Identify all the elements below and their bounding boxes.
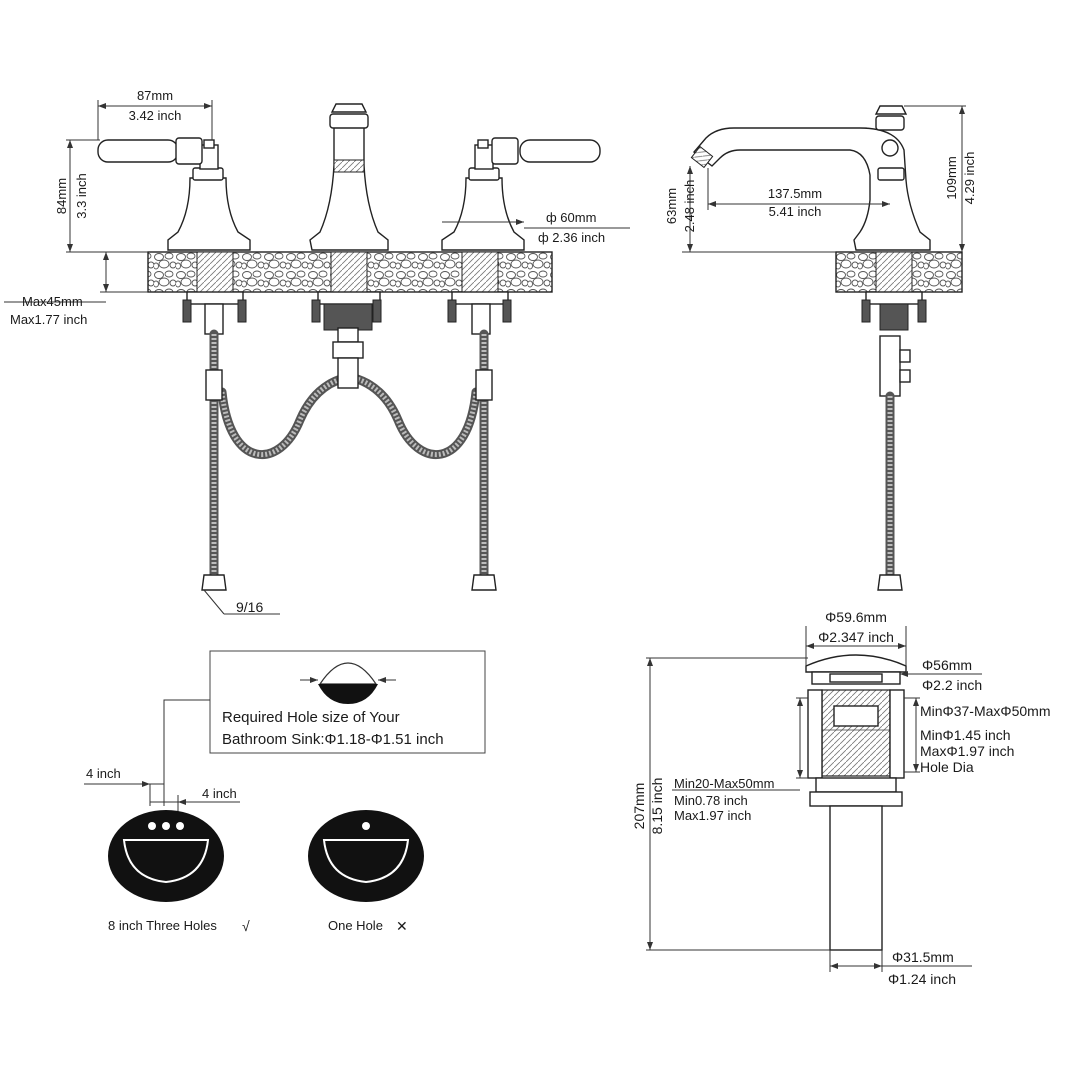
deck-max-in: Max1.77 inch xyxy=(10,312,87,327)
right-handle xyxy=(441,137,601,251)
dim-handle-spread: 87mm 3.42 inch xyxy=(97,88,213,140)
left-handle xyxy=(97,137,251,251)
one-hole-label: One Hole xyxy=(328,918,383,933)
total-height-mm: 109mm xyxy=(944,156,959,199)
hole-section-icon xyxy=(300,662,396,704)
handle-spread-in: 3.42 inch xyxy=(129,108,182,123)
flange-dia-in: Φ2.2 inch xyxy=(922,677,982,693)
dim-handle-height: 84mm 3.3 inch xyxy=(54,139,148,253)
dim-total-height: 109mm 4.29 inch xyxy=(904,105,977,252)
front-view: 87mm 3.42 inch 84mm 3.3 inch ф 60mm ф 2.… xyxy=(4,88,630,615)
spout-front xyxy=(309,103,389,251)
flange-dia-mm: Φ56mm xyxy=(922,657,972,673)
handle-height-mm: 84mm xyxy=(54,178,69,214)
drain-dimensions: Φ59.6mm Φ2.347 inch Φ56mm Φ2.2 inch MinΦ… xyxy=(631,609,1050,987)
hole-dia-max-in: MaxΦ1.97 inch xyxy=(920,743,1014,759)
hole-right xyxy=(461,251,499,293)
handle-spread-mm: 87mm xyxy=(137,88,173,103)
connector-size: 9/16 xyxy=(236,599,263,615)
hole-dia-label: Hole Dia xyxy=(920,759,974,775)
spacing-right: 4 inch xyxy=(202,786,237,801)
hole-left xyxy=(196,251,234,293)
dim-connector: 9/16 xyxy=(203,589,280,615)
pop-up-drain xyxy=(805,654,907,951)
thickness-range-mm: Min20-Max50mm xyxy=(674,776,774,791)
total-length-mm: 207mm xyxy=(631,783,647,830)
total-length-in: 8.15 inch xyxy=(649,778,665,835)
spout-side xyxy=(690,105,931,251)
hole-requirement-panel: Required Hole size of Your Bathroom Sink… xyxy=(163,650,486,784)
thickness-min-in: Min0.78 inch xyxy=(674,793,748,808)
total-height-in: 4.29 inch xyxy=(962,152,977,205)
hole-dia-range-mm: MinΦ37-MaxΦ50mm xyxy=(920,703,1050,719)
required-hole-line2: Bathroom Sink:Φ1.18-Φ1.51 inch xyxy=(222,731,444,748)
cross-mark-icon: ✕ xyxy=(396,918,408,934)
dim-reach: 137.5mm 5.41 inch xyxy=(707,168,890,219)
supply-hoses xyxy=(201,329,497,591)
hole-side xyxy=(875,251,913,293)
handle-height-in: 3.3 inch xyxy=(74,173,89,219)
cap-dia-mm: Φ59.6mm xyxy=(825,609,887,625)
tail-dia-in: Φ1.24 inch xyxy=(888,971,956,987)
hole-center xyxy=(330,251,368,293)
reach-mm: 137.5mm xyxy=(768,186,822,201)
under-counter-hardware xyxy=(182,291,512,359)
side-under-hardware xyxy=(861,291,927,591)
tail-dia-mm: Φ31.5mm xyxy=(892,949,954,965)
dim-spout-height: 63mm 2.48 inch xyxy=(664,166,836,253)
sink-one-hole: One Hole ✕ xyxy=(308,810,424,934)
three-holes-label: 8 inch Three Holes xyxy=(108,918,217,933)
base-dia-in: ф 2.36 inch xyxy=(538,230,605,245)
spout-height-in: 2.48 inch xyxy=(682,180,697,233)
spout-height-mm: 63mm xyxy=(664,188,679,224)
reach-in: 5.41 inch xyxy=(769,204,822,219)
required-hole-line1: Required Hole size of Your xyxy=(222,709,400,726)
hole-spacing: 4 inch 4 inch xyxy=(84,766,240,812)
side-view: 137.5mm 5.41 inch 63mm 2.48 inch 109mm 4… xyxy=(664,105,977,591)
cap-dia-in: Φ2.347 inch xyxy=(818,629,894,645)
dim-deck-thickness: Max45mm Max1.77 inch xyxy=(4,252,148,327)
sink-three-holes: 8 inch Three Holes √ xyxy=(108,810,250,934)
check-mark-icon: √ xyxy=(242,918,250,934)
hole-dia-min-in: MinΦ1.45 inch xyxy=(920,727,1011,743)
base-dia-mm: ф 60mm xyxy=(546,210,596,225)
spacing-left: 4 inch xyxy=(86,766,121,781)
thickness-max-in: Max1.97 inch xyxy=(674,808,751,823)
deck-max-mm: Max45mm xyxy=(22,294,83,309)
dim-base-diameter: ф 60mm ф 2.36 inch xyxy=(442,210,630,245)
